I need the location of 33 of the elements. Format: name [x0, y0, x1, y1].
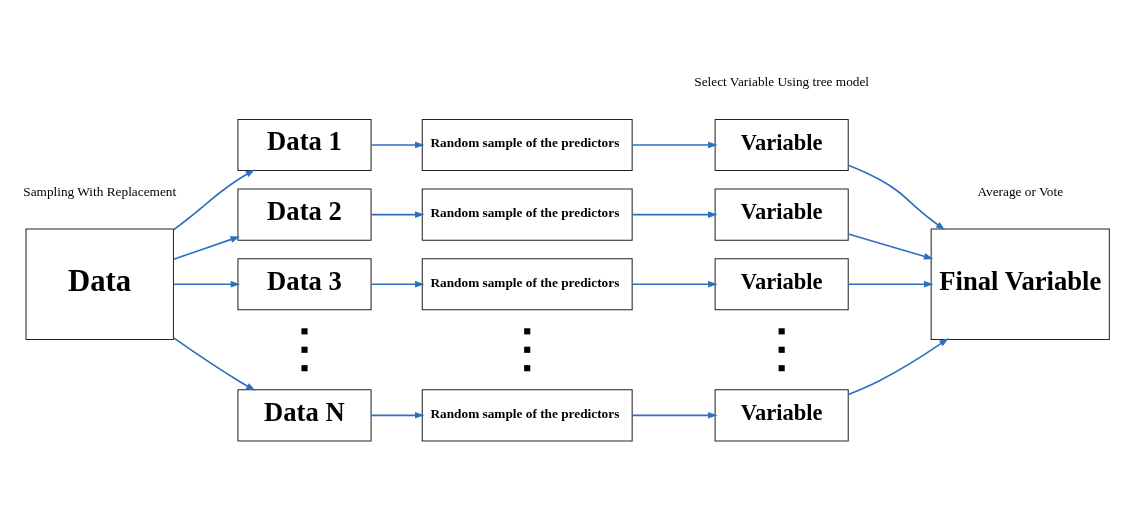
node-box: Random sample of the predictors: [421, 118, 633, 172]
node-box: Variable: [714, 118, 849, 172]
node-box: Random sample of the predictors: [421, 389, 633, 442]
label: Select Variable Using tree model: [694, 74, 870, 90]
arrow: [631, 211, 718, 218]
node-box: Data N: [237, 389, 372, 442]
arrow: [847, 280, 934, 288]
arrow: [370, 211, 425, 218]
arrow: [847, 233, 934, 260]
arrow: [370, 280, 425, 288]
label: Sampling With Replacement: [23, 183, 177, 199]
node-box: Data 1: [237, 118, 372, 172]
arrow: [631, 141, 718, 149]
node-box: Data: [25, 228, 174, 341]
arrow: [847, 338, 949, 396]
node-box: Variable: [714, 188, 849, 241]
arrow: [370, 141, 425, 149]
node-box: Random sample of the predictors: [421, 258, 633, 311]
node-box: Variable: [714, 389, 849, 442]
arrow: [847, 164, 946, 231]
arrow: [172, 280, 241, 288]
arrow: [172, 236, 240, 261]
arrow: [172, 337, 256, 391]
arrow: [172, 169, 256, 231]
arrow: [370, 412, 425, 419]
label: Average or Vote: [977, 183, 1064, 199]
node-box: Data 2: [237, 188, 372, 241]
arrow: [631, 280, 718, 288]
arrow: [631, 412, 718, 419]
node-box: Variable: [714, 258, 849, 311]
node-box: Final Variable: [930, 228, 1110, 341]
node-box: Random sample of the predictors: [421, 188, 633, 241]
node-box: Data 3: [237, 258, 372, 311]
